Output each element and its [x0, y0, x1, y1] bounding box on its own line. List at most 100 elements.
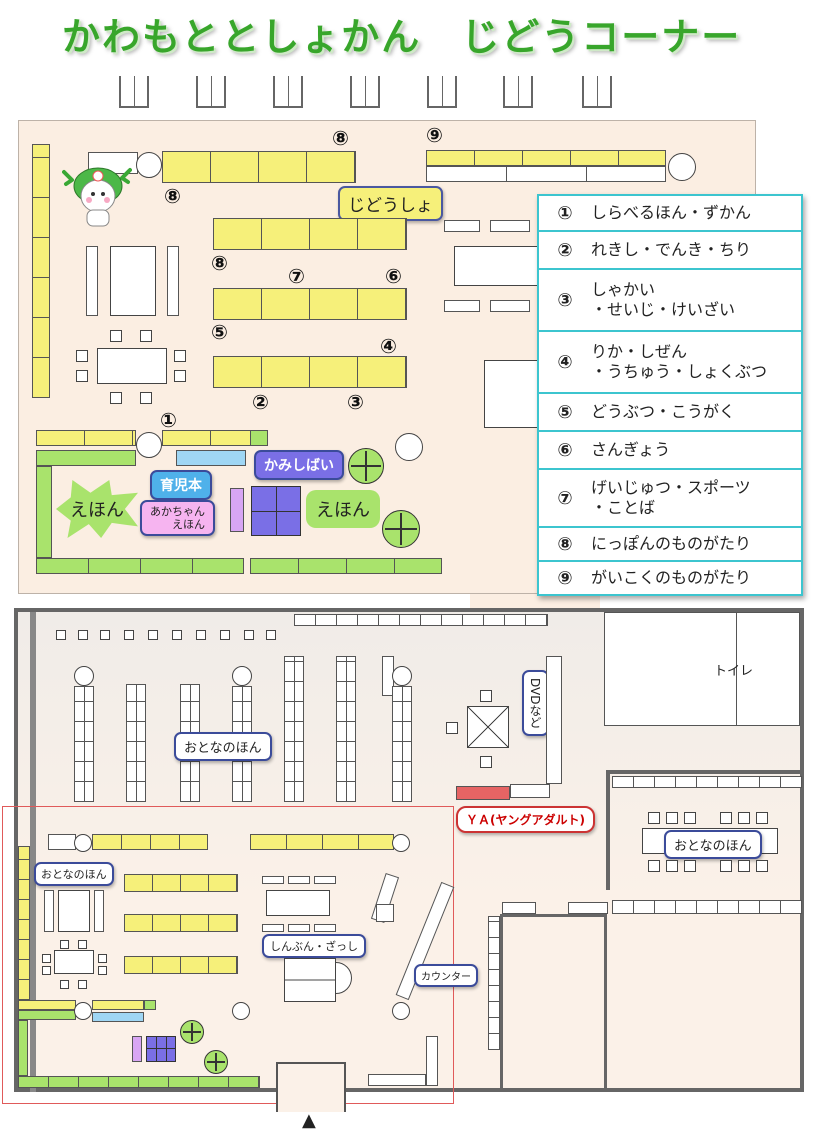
ikujibon-label: 育児本 — [150, 470, 212, 500]
picture-book-shelf — [18, 1010, 76, 1020]
chair — [480, 756, 492, 768]
wall — [500, 914, 604, 917]
chair — [720, 812, 732, 824]
shelf — [568, 902, 608, 914]
legend-label: がいこくのものがたり — [591, 568, 752, 587]
table — [54, 950, 94, 974]
shelf — [376, 904, 394, 922]
legend-number: ⑤ — [557, 401, 573, 423]
chair — [720, 860, 732, 872]
legend-number: ② — [557, 239, 573, 261]
chair — [110, 330, 122, 342]
chair — [78, 940, 87, 949]
chair — [756, 860, 768, 872]
chair — [78, 630, 88, 640]
shelf — [48, 834, 76, 850]
wall-bookshelf — [18, 846, 30, 1000]
shelf — [444, 220, 480, 232]
picture-book-shelf — [250, 558, 442, 574]
chair — [60, 940, 69, 949]
shelf — [426, 166, 666, 182]
table — [484, 360, 538, 428]
adult-shelf — [336, 656, 356, 802]
legend-number: ④ — [557, 351, 573, 373]
legend-number: ⑧ — [557, 533, 573, 555]
shelf — [167, 246, 179, 316]
bookshelf — [124, 874, 238, 892]
legend-number: ⑨ — [557, 567, 573, 589]
round-picture-book-stand — [180, 1020, 204, 1044]
chair — [666, 860, 678, 872]
chair — [196, 630, 206, 640]
pillar-circle — [232, 1002, 250, 1020]
baby-book-shelf — [230, 488, 244, 532]
bookshelf — [124, 956, 238, 974]
shelf — [314, 924, 336, 932]
up-arrow-icon: ▲ — [302, 1110, 316, 1131]
picture-book-shelf — [18, 1076, 260, 1088]
shelf — [444, 300, 480, 312]
marker-6: ⑥ — [385, 264, 402, 288]
pillar-circle — [395, 433, 423, 461]
window-pillar — [119, 76, 149, 108]
marker-7: ⑦ — [288, 264, 305, 288]
bookshelf-1 — [36, 430, 136, 446]
marker-2: ② — [252, 390, 269, 414]
wall — [500, 914, 503, 1092]
adult-shelf — [392, 686, 412, 802]
chair — [98, 954, 107, 963]
entrance-zoom-frame — [2, 806, 454, 1104]
picture-book-shelf — [36, 558, 244, 574]
shelf — [288, 876, 310, 884]
chair — [42, 954, 51, 963]
chair — [684, 812, 696, 824]
dvd-label: DVDなど — [522, 670, 549, 737]
toilet-label: トイレ — [714, 664, 754, 679]
shelf — [262, 924, 284, 932]
legend-number: ⑥ — [557, 439, 573, 461]
bookshelf — [250, 834, 394, 850]
entrance-vestibule — [276, 1062, 346, 1112]
bookshelf — [18, 1000, 76, 1010]
chair — [98, 966, 107, 975]
shelf — [314, 876, 336, 884]
bookshelf-1 — [162, 430, 252, 446]
chair — [174, 370, 186, 382]
adult-shelf — [284, 656, 304, 802]
shelf — [86, 246, 98, 316]
table — [266, 890, 330, 916]
chair — [76, 350, 88, 362]
picture-book-shelf — [18, 1020, 28, 1076]
shelf — [490, 300, 530, 312]
ya-label: ＹＡ(ヤングアダルト) — [456, 806, 595, 833]
shelf — [612, 900, 802, 914]
adult-shelf — [126, 684, 146, 802]
pillar-circle — [74, 1002, 92, 1020]
chair — [172, 630, 182, 640]
legend-label: どうぶつ・こうがく — [591, 402, 736, 421]
baby-book-shelf — [132, 1036, 142, 1062]
chair — [684, 860, 696, 872]
chair — [648, 812, 660, 824]
marker-8: ⑧ — [211, 251, 228, 275]
legend-row: ① しらべるほん・ずかん — [539, 196, 801, 232]
pillar-circle — [74, 834, 92, 852]
marker-5: ⑤ — [211, 320, 228, 344]
chair — [756, 812, 768, 824]
bookshelf-7-6 — [213, 288, 407, 320]
legend-number: ⑦ — [557, 487, 573, 509]
legend-row: ⑤ どうぶつ・こうがく — [539, 394, 801, 432]
picture-book-shelf — [36, 466, 52, 558]
window-pillar — [427, 76, 457, 108]
dvd-shelf — [546, 656, 562, 784]
shelf — [488, 916, 500, 1050]
genre-legend: ① しらべるほん・ずかん ② れきし・でんき・ちり ③ しゃかい ・せいじ・けい… — [537, 194, 803, 596]
chair — [648, 860, 660, 872]
legend-label: さんぎょう — [591, 440, 671, 459]
otona-label-right: おとなのほん — [664, 830, 762, 859]
chair — [110, 392, 122, 404]
bookshelf — [92, 1000, 144, 1010]
table — [454, 246, 538, 286]
ehon-label-right: えほん — [306, 490, 380, 528]
picture-book-shelf — [36, 450, 136, 466]
